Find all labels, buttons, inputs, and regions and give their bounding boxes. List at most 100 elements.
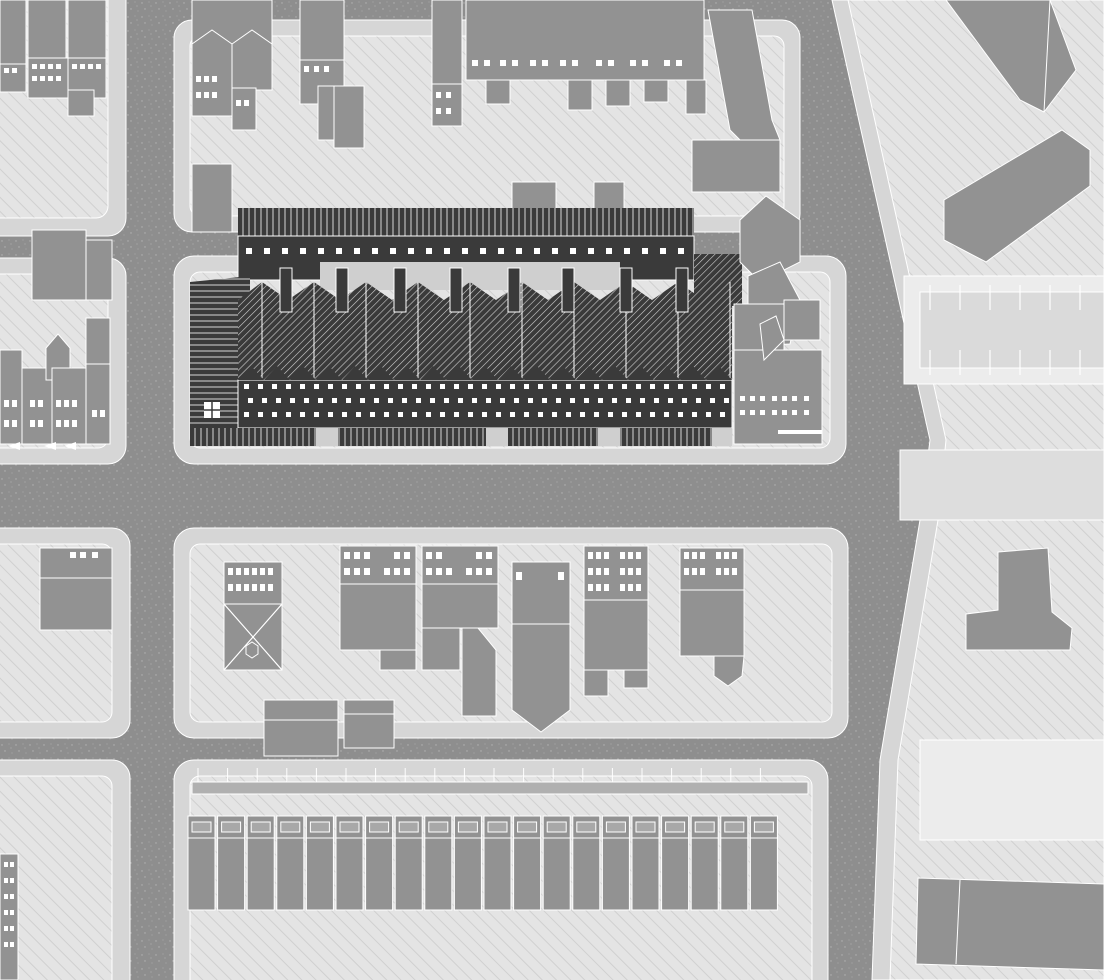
rowhouses — [187, 768, 778, 911]
window — [272, 384, 277, 389]
rowhouse-porch — [457, 821, 478, 833]
window — [360, 398, 365, 403]
rowhouse-body — [631, 837, 660, 911]
windows-center-lower — [70, 552, 737, 591]
window — [668, 398, 673, 403]
window — [594, 384, 599, 389]
window — [332, 398, 337, 403]
facade-gable — [628, 366, 654, 380]
window — [566, 384, 571, 389]
window — [608, 412, 613, 417]
window — [598, 398, 603, 403]
window — [318, 248, 324, 254]
window — [636, 384, 641, 389]
rowhouse-porch — [428, 821, 449, 833]
window — [402, 398, 407, 403]
stair-tower — [675, 267, 689, 313]
building-east-3 — [965, 547, 1073, 651]
building-east-4 — [915, 877, 1104, 971]
facade-gable — [524, 366, 550, 380]
window — [300, 248, 306, 254]
facade-gable — [238, 366, 264, 380]
window — [468, 412, 473, 417]
rowhouse-body — [453, 837, 482, 911]
rowhouse-porch — [724, 821, 745, 833]
window — [706, 412, 711, 417]
window — [246, 248, 252, 254]
stair-tower — [507, 267, 521, 313]
rowhouse-porch — [694, 821, 715, 833]
window — [496, 384, 501, 389]
focus-roof-gardens — [238, 208, 694, 238]
rowhouse-body — [690, 837, 719, 911]
rowhouse-porch — [546, 821, 567, 833]
focus-ground-arcade — [190, 428, 732, 446]
window — [538, 412, 543, 417]
window — [664, 384, 669, 389]
window — [542, 398, 547, 403]
window — [482, 412, 487, 417]
window — [264, 248, 270, 254]
window — [654, 398, 659, 403]
rowhouse-body — [187, 837, 216, 911]
window — [622, 412, 627, 417]
window — [720, 384, 725, 389]
window — [286, 384, 291, 389]
window — [272, 412, 277, 417]
window — [588, 248, 594, 254]
windows-left-mid — [4, 400, 105, 427]
east-buildings — [915, 0, 1104, 971]
window — [552, 248, 558, 254]
entrance-arrow-icon — [8, 442, 76, 450]
rowhouse-body — [365, 837, 394, 911]
rowhouse-porch — [339, 821, 360, 833]
window — [552, 412, 557, 417]
window — [524, 412, 529, 417]
rowhouse-porch — [280, 821, 301, 833]
octagon-entrance — [223, 603, 283, 671]
window — [398, 384, 403, 389]
window — [370, 412, 375, 417]
facade-gable — [420, 366, 446, 380]
window — [458, 398, 463, 403]
building-east-1 — [945, 0, 1077, 113]
rowhouse-body — [513, 837, 542, 911]
rowhouse-porch — [309, 821, 330, 833]
window — [594, 412, 599, 417]
window — [370, 384, 375, 389]
window — [584, 398, 589, 403]
facade-gable — [498, 366, 524, 380]
window — [314, 384, 319, 389]
window — [528, 398, 533, 403]
parking-lot — [929, 285, 1081, 375]
rowhouse-body — [424, 837, 453, 911]
window — [276, 398, 281, 403]
window — [372, 248, 378, 254]
window — [650, 412, 655, 417]
window — [290, 398, 295, 403]
window — [622, 384, 627, 389]
stair-tower — [393, 267, 407, 313]
window — [328, 412, 333, 417]
window — [678, 384, 683, 389]
window — [678, 412, 683, 417]
window — [408, 248, 414, 254]
rowhouse-porch — [517, 821, 538, 833]
rowhouse-porch — [665, 821, 686, 833]
facade-gable — [446, 366, 472, 380]
rowhouse-body — [601, 837, 630, 911]
window — [692, 384, 697, 389]
facade-gable — [316, 366, 342, 380]
facade-gable — [576, 366, 602, 380]
rowhouse-body — [542, 837, 571, 911]
window — [356, 384, 361, 389]
rowhouse-porch — [221, 821, 242, 833]
window — [468, 384, 473, 389]
windows-bottom-left — [4, 862, 14, 947]
window — [444, 248, 450, 254]
window — [640, 398, 645, 403]
window — [248, 398, 253, 403]
window — [538, 384, 543, 389]
